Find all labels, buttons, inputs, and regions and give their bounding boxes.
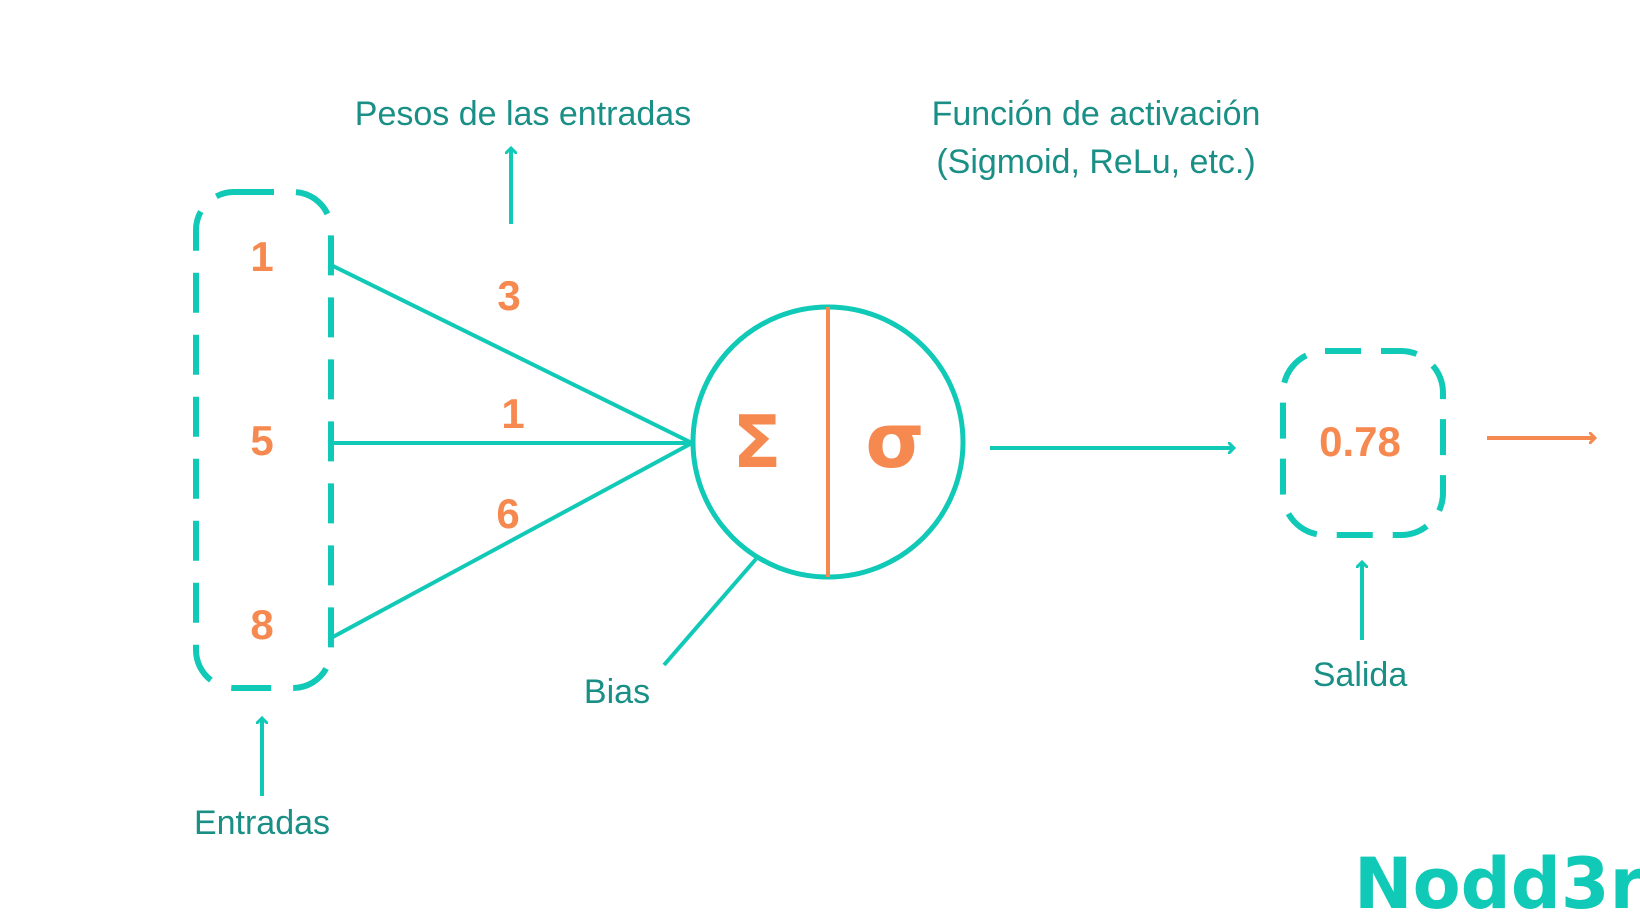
weight-value-2: 1 — [501, 390, 524, 437]
input-value-1: 1 — [250, 233, 273, 280]
output-box — [1280, 348, 1446, 538]
output-label: Salida — [1313, 656, 1408, 694]
connection-line-3 — [330, 441, 693, 640]
weight-value-1: 3 — [497, 272, 520, 319]
inputs-label: Entradas — [194, 804, 330, 842]
sigma-symbol: σ — [865, 396, 924, 485]
brand-logo: Nodd3r — [1354, 843, 1640, 924]
activation-label-line1: Función de activación — [932, 95, 1261, 133]
input-value-3: 8 — [250, 601, 273, 648]
weights-label: Pesos de las entradas — [355, 95, 691, 133]
inputs-box — [193, 189, 334, 691]
bias-line — [662, 557, 758, 667]
output-value: 0.78 — [1319, 418, 1401, 465]
bias-label: Bias — [584, 673, 650, 711]
connection-line-1 — [330, 263, 693, 445]
activation-label-line2: (Sigmoid, ReLu, etc.) — [936, 143, 1255, 181]
sum-symbol: Σ — [732, 400, 781, 484]
weight-value-3: 6 — [496, 490, 519, 537]
input-value-2: 5 — [250, 417, 273, 464]
